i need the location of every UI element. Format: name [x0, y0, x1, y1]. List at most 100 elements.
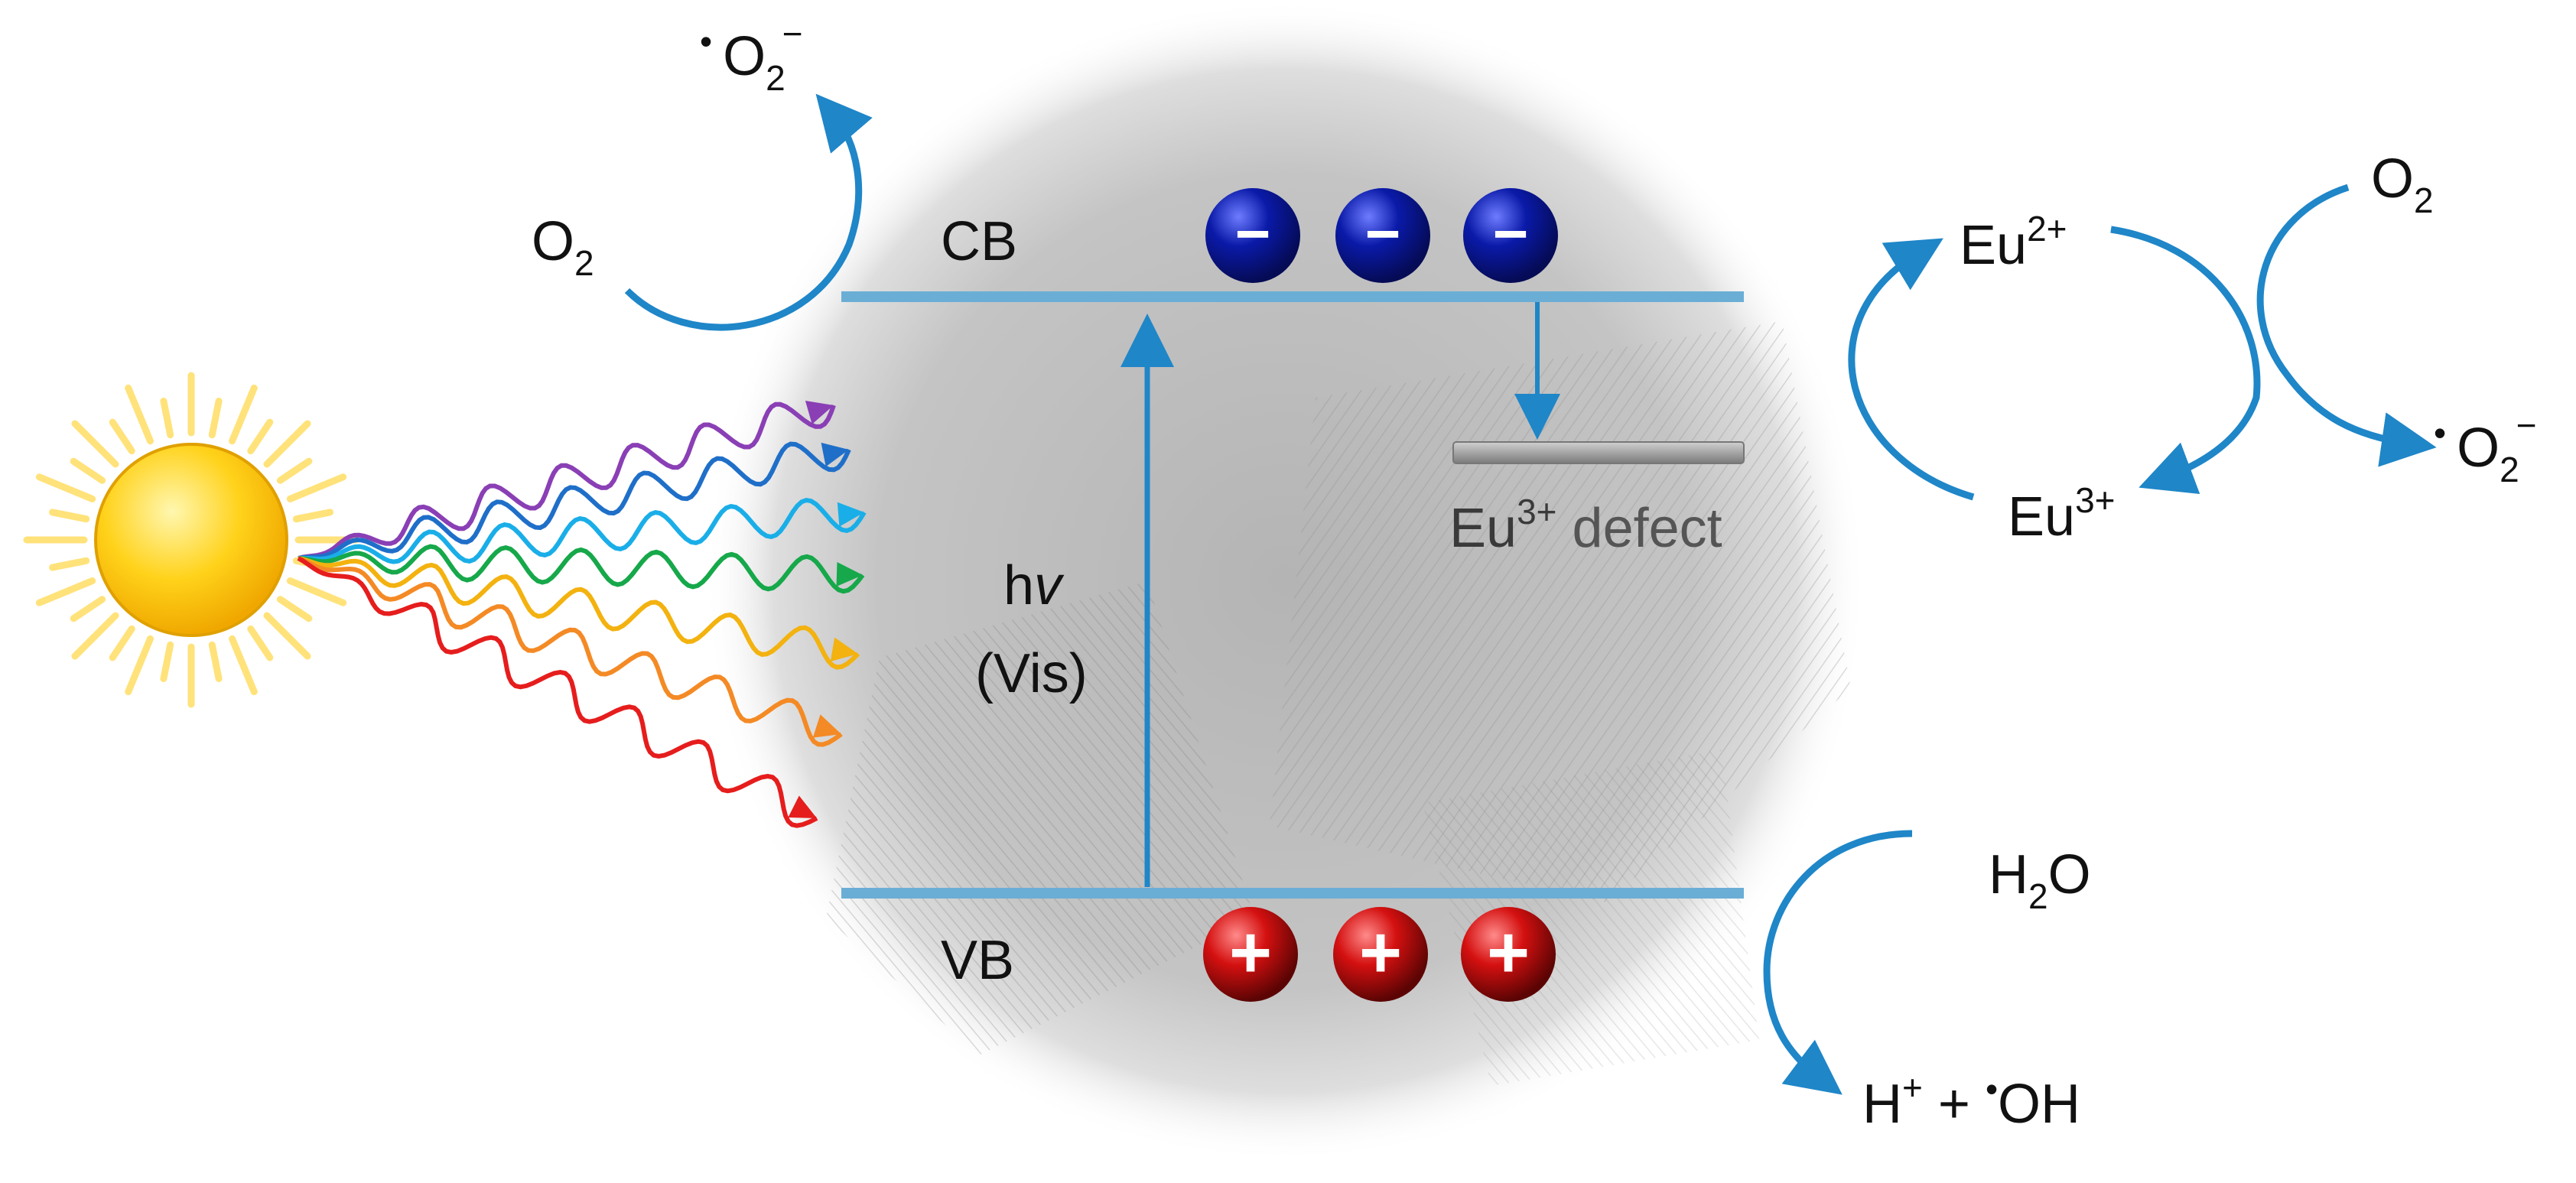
sun-ray: [70, 457, 106, 484]
sun-ray: [286, 577, 347, 606]
h2o-h: H: [1989, 844, 2028, 905]
hole-symbol: +: [1359, 912, 1402, 993]
hole-symbol: +: [1487, 912, 1530, 993]
sun-ray: [49, 557, 90, 571]
light-ray: [297, 556, 818, 828]
light-ray: [298, 544, 865, 594]
sun-ray: [109, 418, 135, 455]
light-ray-arrowhead: [805, 400, 834, 424]
sun-icon: [23, 372, 359, 708]
electron-symbol: −: [1235, 200, 1271, 268]
electron-symbol: −: [1365, 200, 1401, 268]
superoxide-left-dot: •: [700, 21, 712, 61]
sun-ray: [71, 420, 119, 468]
sun-ray: [208, 641, 223, 682]
hole-group: + + +: [1203, 907, 1556, 1002]
sun-ray: [247, 625, 274, 661]
proton-sup: +: [1902, 1068, 1923, 1107]
sun-ray: [49, 509, 90, 523]
light-ray: [297, 556, 843, 747]
sun-ray: [109, 625, 135, 661]
light-rays: [297, 400, 867, 828]
electron-group: − − −: [1205, 188, 1558, 283]
superoxide-right-base: O: [2457, 418, 2500, 479]
sun-ray: [229, 384, 258, 445]
h2o-sub: 2: [2028, 876, 2048, 916]
eu3-base: Eu: [2008, 486, 2075, 548]
hole: +: [1461, 907, 1556, 1002]
superoxide-left-label: • O2−: [700, 14, 803, 98]
hydroxyl-dot: •: [1986, 1069, 1998, 1109]
hole: +: [1333, 907, 1428, 1002]
light-ray: [298, 441, 851, 561]
electron: −: [1205, 188, 1300, 283]
sun-ray: [71, 612, 119, 660]
light-ray-arrowhead: [812, 714, 841, 738]
superoxide-right-sup: −: [2516, 405, 2537, 445]
eu2-oxidation-arrow: [2110, 226, 2261, 495]
frequency-nu: v: [1034, 555, 1065, 616]
proton-h: H: [1862, 1074, 1902, 1135]
cb-label: CB: [941, 211, 1017, 272]
light-ray-arrowhead: [837, 502, 864, 527]
eu2-sup: 2+: [2027, 209, 2067, 249]
h2o-label: H2O: [1989, 844, 2091, 916]
sun-ray: [125, 635, 154, 696]
sun-ray: [70, 596, 106, 622]
sun-ray: [35, 577, 96, 606]
superoxide-left-sub: 2: [766, 58, 785, 98]
o2-left-sub: 2: [574, 243, 594, 283]
sun-ray: [125, 384, 154, 445]
electron: −: [1335, 188, 1430, 283]
sun-ray: [292, 509, 333, 523]
defect-eu: Eu: [1449, 498, 1517, 559]
eu2-base: Eu: [1960, 215, 2027, 276]
visible-light-label: (Vis): [975, 643, 1088, 704]
electron: −: [1463, 188, 1558, 283]
particle-background: [704, 0, 1866, 1162]
h2o-o: O: [2048, 844, 2091, 905]
sun-ray: [263, 420, 311, 468]
sun-ray: [276, 457, 313, 484]
superoxide-right-label: • O2 −: [2434, 405, 2537, 489]
products-label: H+ + •OH: [1862, 1068, 2080, 1135]
sun-ray: [286, 473, 347, 502]
defect-level: [1452, 441, 1745, 464]
sun-ray: [276, 596, 313, 622]
eu2-label: Eu2+: [1960, 209, 2067, 276]
superoxide-right-sub: 2: [2500, 450, 2519, 489]
light-ray-arrowhead: [830, 637, 858, 662]
defect-word: defect: [1557, 498, 1722, 559]
sun-ray: [160, 641, 174, 682]
sun-ray: [247, 418, 274, 455]
superoxide-right-dot: •: [2434, 413, 2446, 453]
sun-ray: [160, 398, 174, 439]
vb-label: VB: [941, 930, 1014, 991]
o2-left-base: O: [532, 211, 574, 272]
o2-right-base: O: [2371, 148, 2414, 210]
o2-right-label: O2: [2371, 148, 2434, 220]
light-ray: [298, 498, 867, 564]
hole: +: [1203, 907, 1298, 1002]
sun-ray: [208, 398, 223, 439]
photon-energy-label: hv: [1003, 555, 1065, 616]
defect-charge: 3+: [1517, 492, 1556, 531]
o2-right-sub: 2: [2414, 180, 2434, 220]
o2-right-reduction-arrow: [2256, 184, 2437, 467]
superoxide-left-base: O: [723, 26, 766, 87]
light-ray-arrowhead: [821, 442, 849, 467]
o2-left-label: O2: [532, 211, 594, 283]
electron-symbol: −: [1493, 200, 1529, 268]
superoxide-left-sup: −: [782, 14, 803, 54]
defect-label: Eu3+ defect: [1449, 492, 1722, 559]
eu3-to-eu2-arrow: [1848, 238, 1975, 501]
hole-symbol: +: [1229, 912, 1272, 993]
eu3-label: Eu3+: [2008, 480, 2116, 548]
sun-ray: [263, 612, 311, 660]
light-ray: [298, 401, 836, 561]
water-oxidation-arrow: [1763, 830, 1913, 1095]
sun-ray: [35, 473, 96, 502]
hydroxyl-oh: OH: [1998, 1074, 2080, 1135]
